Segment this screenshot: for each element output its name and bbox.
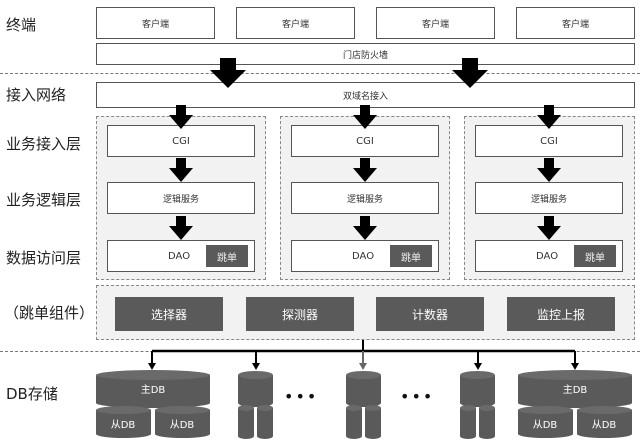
dao-label: DAO [168, 250, 191, 262]
master-db-icon [96, 370, 210, 408]
db-cluster-small [346, 371, 381, 439]
slave-db-icon [577, 406, 632, 438]
arrow-down-icon [537, 158, 561, 182]
db-cluster-main: 主DB 从DB 从DB [96, 370, 210, 438]
slave-db-label: 从DB [170, 420, 195, 431]
master-db-label: 主DB [563, 384, 588, 396]
db-cluster-small [460, 371, 495, 439]
layer-label-jump-components: （跳单组件） [4, 304, 95, 322]
slave-db-label: 从DB [592, 420, 617, 431]
jump-order-badge: 跳单 [390, 245, 432, 267]
selector-component: 选择器 [115, 297, 223, 331]
client-box: 客户端 [236, 7, 355, 39]
arrow-down-icon [353, 216, 377, 240]
layer-label-terminal: 终端 [6, 16, 37, 34]
arrow-down-icon [353, 105, 377, 129]
arrow-down-icon [537, 105, 561, 129]
arrow-down-icon [353, 158, 377, 182]
arrow-down-icon [169, 216, 193, 240]
db-cluster-small [238, 371, 273, 439]
counter-component: 计数器 [376, 297, 484, 331]
dao-label: DAO [536, 250, 559, 262]
logic-service-box: 逻辑服务 [107, 182, 255, 214]
slave-db-icon [96, 406, 151, 438]
detector-component: 探测器 [246, 297, 354, 331]
db-connector [148, 340, 579, 370]
slave-db-label: 从DB [533, 420, 558, 431]
arrow-down-icon [169, 105, 193, 129]
monitor-report-component: 监控上报 [507, 297, 615, 331]
arrow-down-icon [537, 216, 561, 240]
jump-order-badge: 跳单 [206, 245, 248, 267]
slave-db-label: 从DB [111, 420, 136, 431]
slave-db-icon [518, 406, 573, 438]
layer-label-business-access: 业务接入层 [6, 135, 82, 153]
jump-order-badge: 跳单 [574, 245, 616, 267]
cgi-box: CGI [475, 125, 623, 157]
logic-service-box: 逻辑服务 [291, 182, 439, 214]
layer-label-access-network: 接入网络 [6, 86, 67, 104]
arrow-down-icon [169, 158, 193, 182]
cgi-box: CGI [107, 125, 255, 157]
client-box: 客户端 [376, 7, 495, 39]
layer-label-business-logic: 业务逻辑层 [6, 191, 82, 209]
master-db-icon [518, 370, 632, 408]
arrow-down-icon [452, 58, 488, 88]
client-box: 客户端 [96, 7, 215, 39]
master-db-label: 主DB [141, 384, 166, 396]
logic-service-box: 逻辑服务 [475, 182, 623, 214]
layer-label-data-access: 数据访问层 [6, 249, 82, 267]
dao-label: DAO [352, 250, 375, 262]
ellipsis-indicator: ••• [284, 387, 319, 406]
cgi-box: CGI [291, 125, 439, 157]
client-box: 客户端 [516, 7, 635, 39]
separator-line [0, 73, 640, 74]
ellipsis-indicator: ••• [400, 387, 435, 406]
dual-domain-access-box: 双域名接入 [96, 82, 635, 108]
slave-db-icon [155, 406, 210, 438]
db-cluster-main: 主DB 从DB 从DB [518, 370, 632, 438]
arrow-down-icon [210, 58, 246, 88]
store-firewall-box: 门店防火墙 [96, 43, 635, 65]
layer-label-db-storage: DB存储 [6, 385, 58, 403]
